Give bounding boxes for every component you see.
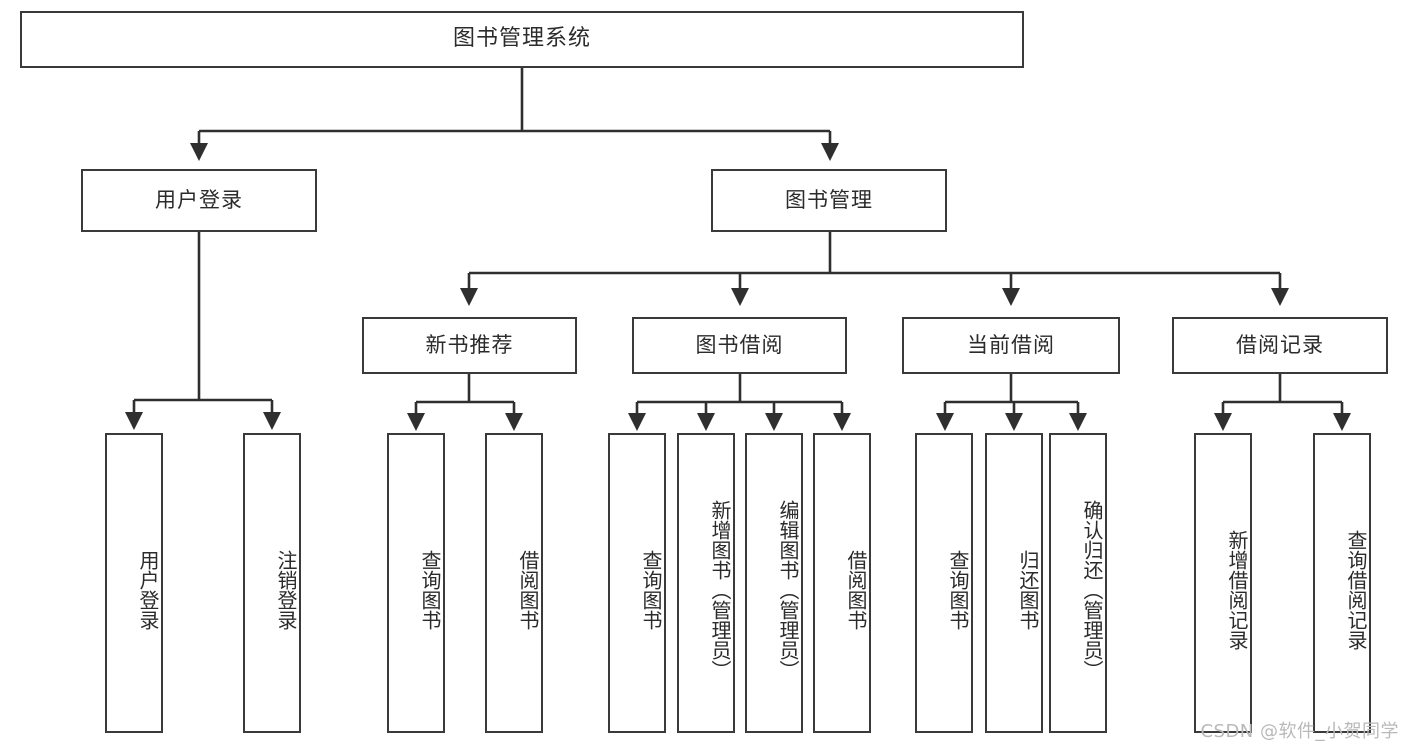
node-label: 编辑图书（管理员） <box>776 500 800 680</box>
leaf-current-return-book[interactable]: 归还图书 <box>985 433 1043 733</box>
leaf-recommend-query-book[interactable]: 查询图书 <box>387 433 445 733</box>
node-label: 用户登录 <box>155 187 243 212</box>
node-label: 图书管理系统 <box>452 26 591 52</box>
leaf-record-add-record[interactable]: 新增借阅记录 <box>1194 433 1252 733</box>
leaf-record-query-record[interactable]: 查询借阅记录 <box>1313 433 1371 733</box>
leaf-user-login-login[interactable]: 用户登录 <box>105 433 163 733</box>
leaf-borrow-query-book[interactable]: 查询图书 <box>608 433 666 733</box>
leaf-recommend-borrow-book[interactable]: 借阅图书 <box>485 433 543 733</box>
leaf-borrow-edit-book[interactable]: 编辑图书（管理员） <box>745 433 803 733</box>
node-label: 图书管理 <box>785 187 873 212</box>
watermark: CSDN @软件_小贺同学 <box>1200 721 1399 742</box>
node-label: 查询图书 <box>639 550 663 630</box>
node-book-borrow[interactable]: 图书借阅 <box>632 317 847 374</box>
node-label: 确认归还（管理员） <box>1080 500 1104 680</box>
leaf-current-confirm-return[interactable]: 确认归还（管理员） <box>1049 433 1107 733</box>
leaf-user-login-logout[interactable]: 注销登录 <box>243 433 301 733</box>
node-current-borrow[interactable]: 当前借阅 <box>902 317 1120 374</box>
node-user-login[interactable]: 用户登录 <box>81 169 317 232</box>
node-label: 借阅图书 <box>844 550 868 630</box>
leaf-borrow-borrow-book[interactable]: 借阅图书 <box>813 433 871 733</box>
node-label: 借阅图书 <box>516 550 540 630</box>
node-label: 图书借阅 <box>695 332 784 357</box>
node-label: 查询图书 <box>418 550 442 630</box>
node-label: 查询图书 <box>946 550 970 630</box>
node-label: 新增借阅记录 <box>1225 530 1249 650</box>
node-label: 新增图书（管理员） <box>708 500 732 680</box>
node-book-management[interactable]: 图书管理 <box>711 169 947 232</box>
leaf-current-query-book[interactable]: 查询图书 <box>915 433 973 733</box>
node-label: 当前借阅 <box>967 332 1055 357</box>
node-root-system[interactable]: 图书管理系统 <box>20 11 1024 68</box>
leaf-borrow-add-book[interactable]: 新增图书（管理员） <box>677 433 735 733</box>
node-label: 查询借阅记录 <box>1344 530 1368 650</box>
node-new-book-recommend[interactable]: 新书推荐 <box>362 317 577 374</box>
node-label: 注销登录 <box>274 550 298 630</box>
node-label: 新书推荐 <box>425 332 514 357</box>
node-label: 借阅记录 <box>1236 332 1324 357</box>
node-label: 归还图书 <box>1016 550 1040 630</box>
node-borrow-record[interactable]: 借阅记录 <box>1172 317 1388 374</box>
node-label: 用户登录 <box>136 550 160 630</box>
